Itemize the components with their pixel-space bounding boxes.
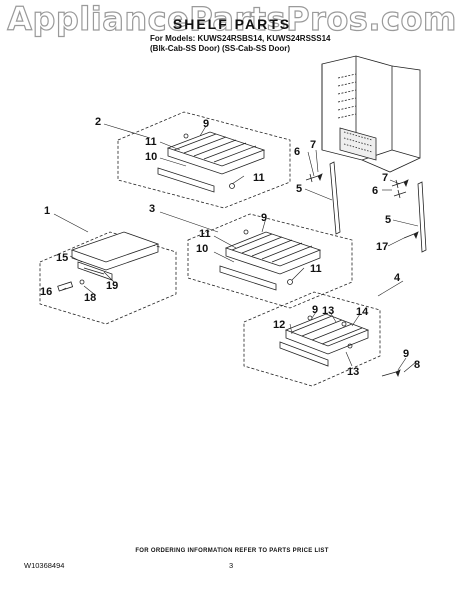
callout-13-bottom: 13 [347, 366, 359, 378]
callout-11-shelf3-a: 11 [199, 228, 211, 240]
leader-lines [53, 123, 419, 373]
page-number: 3 [229, 561, 234, 570]
watermark-text: AppliancePartsPros.com [7, 0, 457, 39]
callout-8: 8 [414, 359, 420, 371]
callout-15: 15 [56, 252, 68, 264]
variants-line: (Blk-Cab-SS Door) (SS-Cab-SS Door) [150, 44, 290, 53]
callout-9-shelf2: 9 [203, 118, 209, 130]
group-box-2 [117, 111, 291, 209]
callout-19: 19 [106, 280, 118, 292]
document-number: W10368494 [24, 561, 65, 570]
callout-9-shelf4: 9 [312, 304, 318, 316]
callout-18: 18 [84, 292, 96, 304]
callout-9-screw: 9 [403, 348, 409, 360]
group-box-1 [39, 231, 177, 325]
callout-2: 2 [95, 116, 101, 128]
ordering-note: FOR ORDERING INFORMATION REFER TO PARTS … [135, 548, 329, 554]
callout-7-left: 7 [310, 139, 316, 151]
callout-5-left: 5 [296, 183, 302, 195]
callout-11-shelf2-b: 11 [253, 172, 265, 184]
rail-left [329, 161, 341, 235]
callout-9-shelf3: 9 [261, 212, 267, 224]
callout-10-shelf2: 10 [145, 151, 157, 163]
callout-4: 4 [394, 272, 401, 284]
callout-14: 14 [356, 306, 369, 318]
callout-11-shelf2-a: 11 [145, 136, 157, 148]
rail-right [417, 181, 427, 253]
screw-set [305, 173, 419, 378]
group-box-3 [187, 213, 353, 309]
callout-11-shelf3-b: 11 [310, 263, 322, 275]
shelf-assembly-3 [219, 229, 322, 291]
page-title: SHELF PARTS [172, 16, 292, 32]
drawer-assembly-1 [57, 231, 160, 292]
shelf-assembly-2 [157, 131, 266, 193]
group-box-4 [243, 291, 381, 387]
callout-7-right: 7 [382, 172, 388, 184]
callout-13-top: 13 [322, 305, 334, 317]
callout-6-left: 6 [294, 146, 300, 158]
callout-3: 3 [149, 203, 155, 215]
callout-6-right: 6 [372, 185, 378, 197]
callout-5-right: 5 [385, 214, 391, 226]
callout-10-shelf3: 10 [196, 243, 208, 255]
callout-12: 12 [273, 319, 285, 331]
cabinet-drawing [321, 55, 421, 173]
callout-17: 17 [376, 241, 388, 253]
callout-1: 1 [44, 205, 50, 217]
callout-labels: 1 2 3 4 5 5 6 6 7 7 8 9 9 9 9 10 10 11 1… [40, 116, 420, 378]
shelf-assembly-4 [279, 313, 370, 367]
callout-16: 16 [40, 286, 52, 298]
models-line: For Models: KUWS24RSBS14, KUWS24RSSS14 [150, 34, 331, 43]
model-info: For Models: KUWS24RSBS14, KUWS24RSSS14 (… [150, 34, 331, 54]
